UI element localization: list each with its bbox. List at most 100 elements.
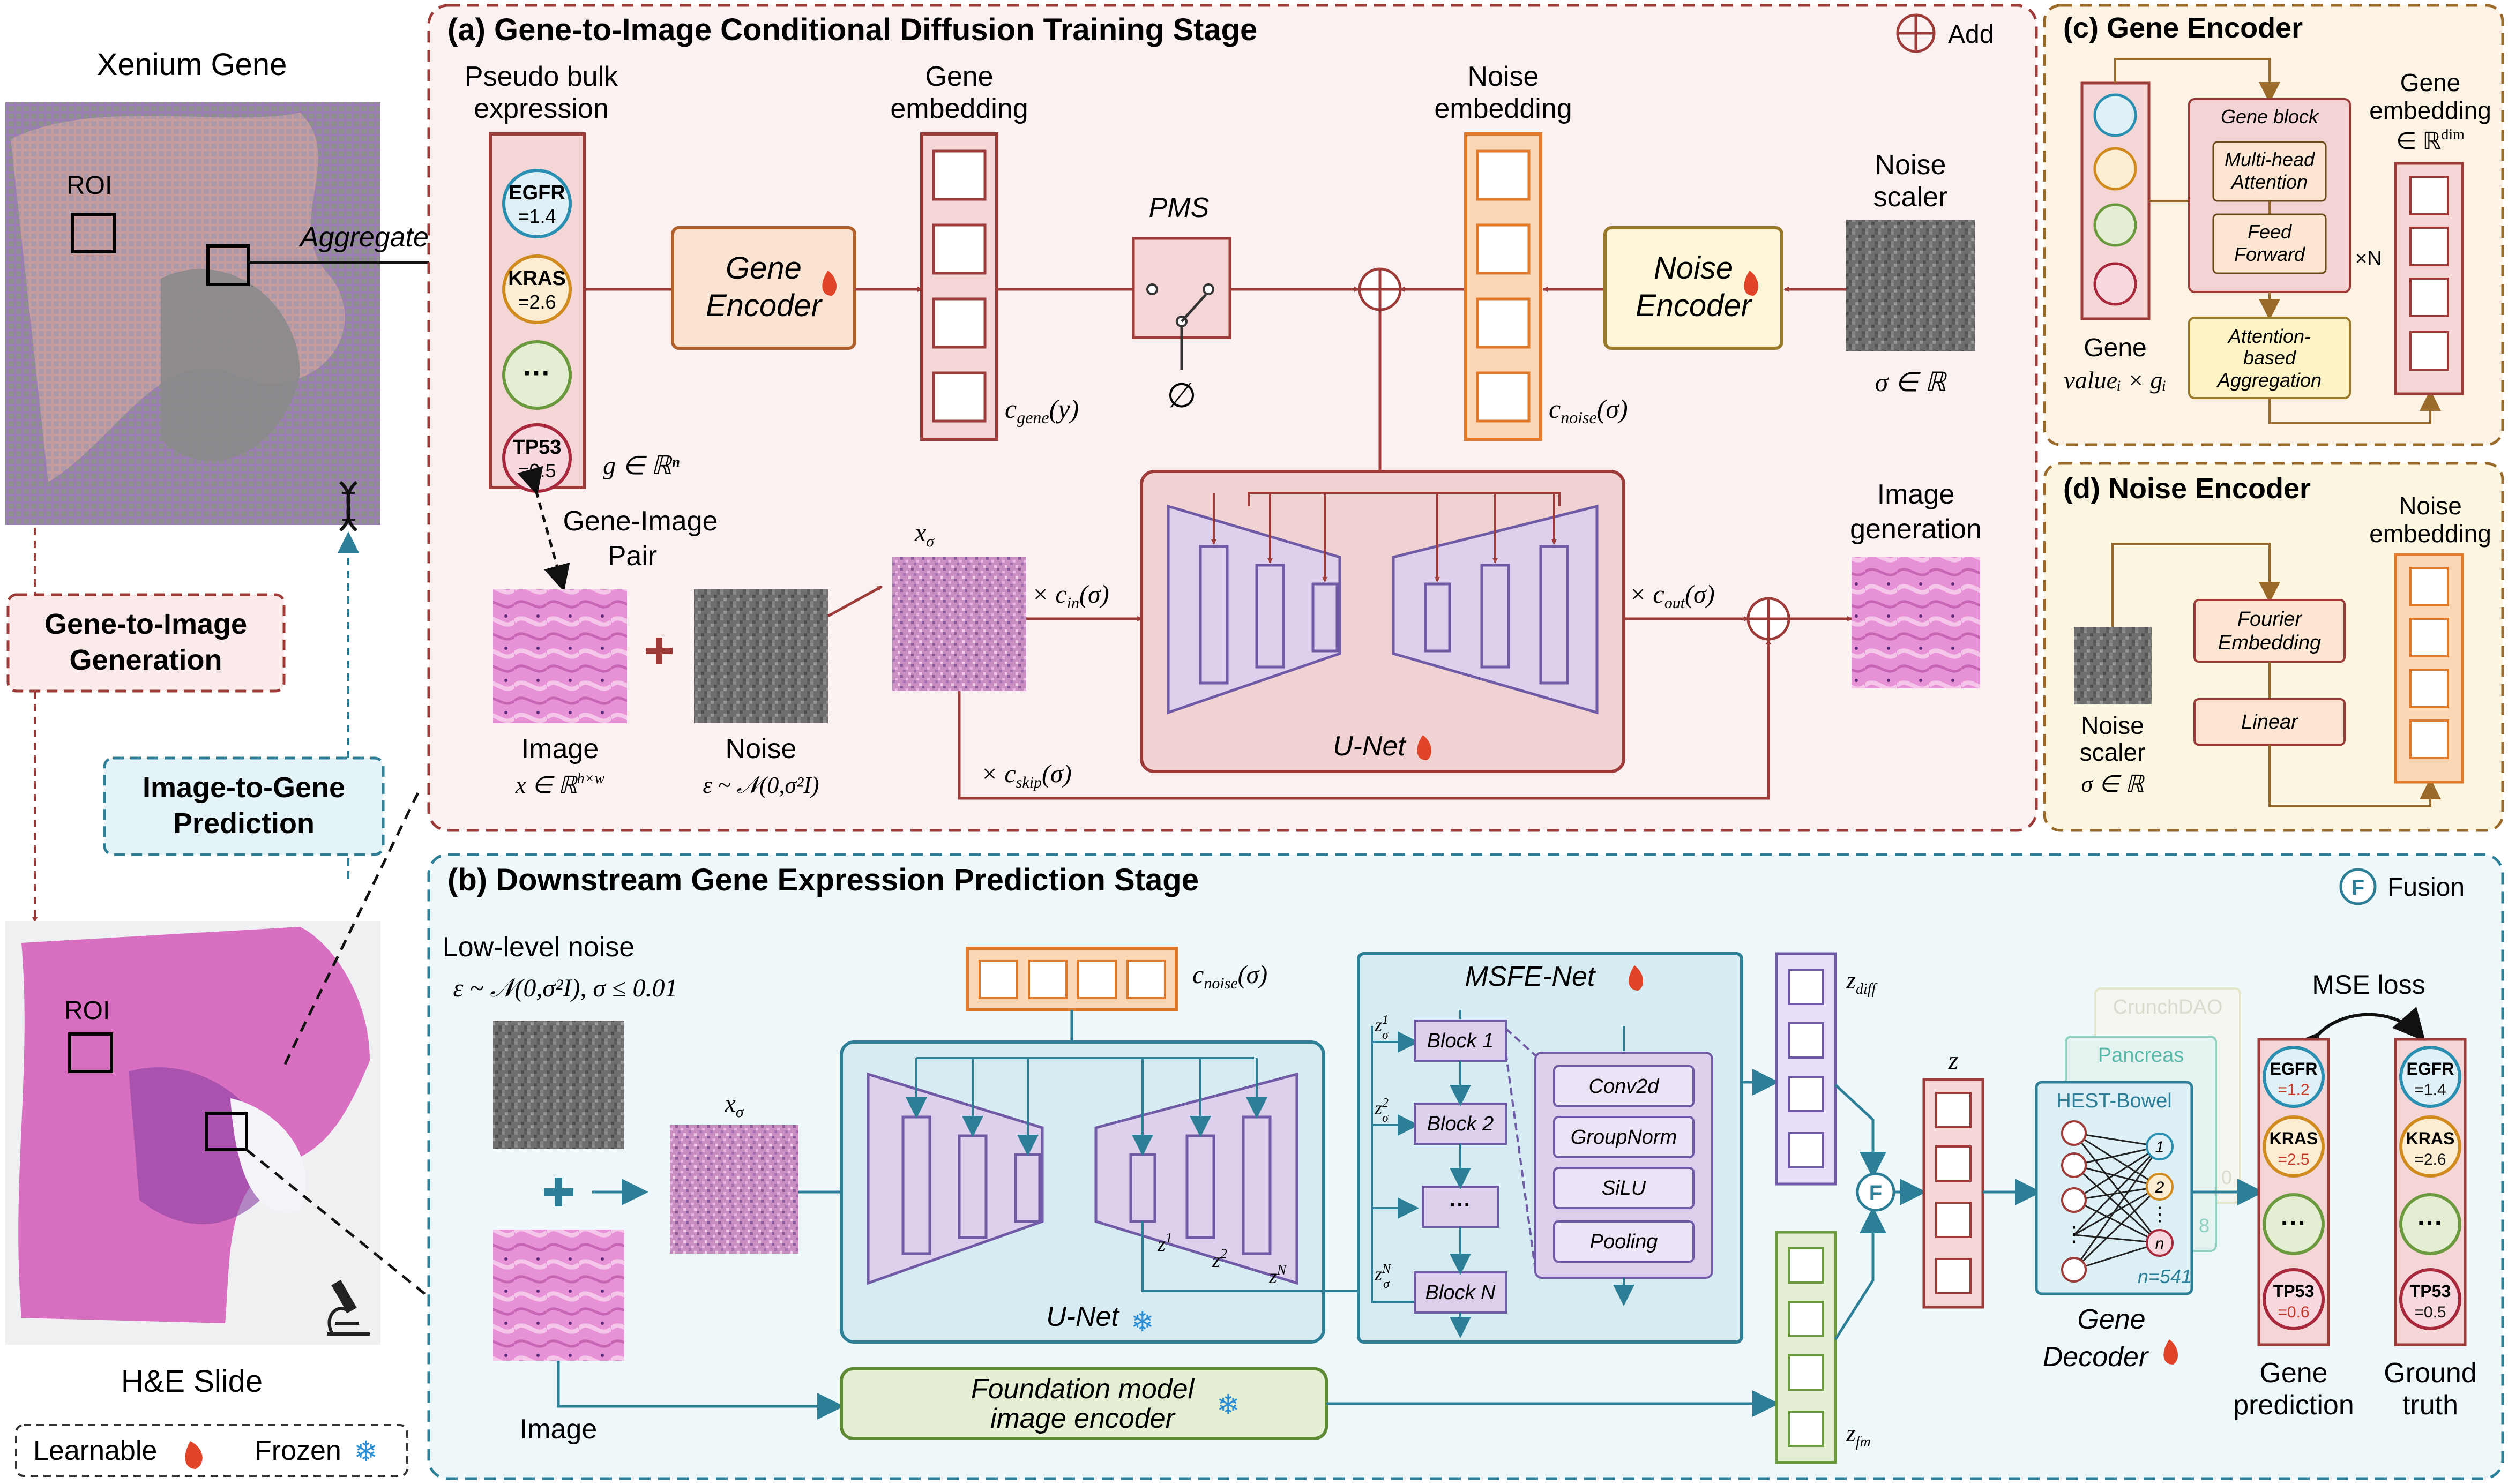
block-ellipsis-label: ··· (1450, 1193, 1471, 1217)
layer-label: SiLU (1602, 1177, 1646, 1200)
gene-embedding-column (920, 132, 998, 441)
xenium-gene-image (5, 102, 380, 525)
ff-label-1: Feed (2248, 221, 2292, 243)
pred-label-1: Gene (2259, 1358, 2327, 1389)
g2i-box (6, 593, 286, 693)
noise-emb-cell (1028, 960, 1068, 999)
input-image-b (493, 1230, 624, 1361)
null-symbol: ∅ (1167, 376, 1197, 415)
g2i-label-1: Gene-to-Image (44, 608, 247, 640)
i2g-label-2: Prediction (173, 807, 315, 840)
z-fm-column (1775, 1231, 1837, 1464)
mlp-edge (2073, 1132, 2160, 1188)
gene-value-label-1: Gene (2084, 334, 2146, 362)
c-in-label: × cin(σ) (1032, 580, 1109, 612)
roi-label-bottom: ROI (64, 996, 110, 1025)
pms-switch[interactable] (1132, 237, 1231, 370)
generated-image (1852, 557, 1980, 688)
noise-label: Noise (726, 733, 797, 765)
mlp-edge (2073, 1145, 2160, 1201)
linear-to-emb-arrow (2268, 745, 2441, 807)
pair-label-1: Gene-Image (563, 506, 718, 537)
to-noisy-arrow (827, 585, 883, 618)
aggregate-label: Aggregate (298, 222, 429, 253)
zn-label: zN (1268, 1262, 1287, 1288)
he-title: H&E Slide (121, 1364, 263, 1399)
plus-icon (646, 638, 673, 664)
mlp-edge (2073, 1186, 2161, 1271)
gt-gene-4: TP53=0.5 (2399, 1268, 2461, 1330)
c-noise-label: cnoise(σ) (1549, 394, 1628, 427)
noise-scaler-image (1846, 220, 1975, 351)
gene-value: =0.5 (2414, 1303, 2446, 1321)
expand-line-2 (1505, 1052, 1536, 1270)
cond-distribution-line (1248, 492, 1561, 506)
z2-label: z2 (1212, 1246, 1227, 1272)
mha-label-2: Attention (2230, 171, 2308, 193)
layer-label: GroupNorm (1571, 1126, 1677, 1149)
c-skip-label: × cskip(σ) (981, 760, 1072, 791)
mlp-edge (2073, 1132, 2160, 1148)
roi-label-top: ROI (66, 171, 112, 200)
noise-encoder-box[interactable] (1603, 226, 1783, 350)
gene-name: EGFR (509, 182, 565, 204)
mlp-output-label: n (2155, 1235, 2164, 1253)
block-1-label: Block 1 (1427, 1030, 1494, 1052)
pred-gene-1: EGFR=1.2 (2263, 1046, 2325, 1108)
pms-label: PMS (1149, 192, 1210, 223)
z-fm-label: zfm (1846, 1419, 1871, 1450)
dna-icon (339, 481, 358, 532)
mlp-edge (2073, 1186, 2160, 1236)
noise-scaler-label-2: scaler (1873, 182, 1948, 213)
i2g-box (103, 756, 385, 856)
ff-box[interactable] (2212, 213, 2327, 274)
gene-decoder-label-1: Gene (2077, 1304, 2145, 1335)
c-emb-label-1: Gene (2400, 69, 2461, 96)
low-noise-eq: ε ~ 𝒩(0,σ²I), σ ≤ 0.01 (453, 974, 678, 1002)
flame-icon (185, 1441, 203, 1469)
zoom-line-1 (282, 792, 420, 1067)
mlp-output-node (2146, 1173, 2174, 1201)
skip-connection (958, 639, 1771, 800)
layer-label: Conv2d (1589, 1075, 1660, 1098)
epsilon-label: ε ~ 𝒩(0,σ²I) (703, 772, 819, 798)
agg-label-1: Attention- (2227, 325, 2311, 347)
mlp-edge (2073, 1146, 2161, 1270)
roi-box-he (205, 1112, 248, 1151)
ff-label-2: Forward (2234, 243, 2305, 265)
layer-box (1553, 1220, 1695, 1263)
flame-icon (1417, 735, 1432, 760)
c-out-label: × cout(σ) (1629, 580, 1715, 612)
gene-value: =1.4 (518, 205, 556, 227)
layer-box (1553, 1167, 1695, 1209)
gene-value-column (2080, 81, 2151, 320)
fm-label-1: Foundation model (971, 1374, 1195, 1405)
x-sigma-label: xσ (914, 519, 935, 550)
d-input-arrow (2111, 543, 2280, 627)
gene-ellipsis: ··· (523, 358, 551, 389)
stack-digit-1: 0 (2221, 1166, 2232, 1188)
c-emb-label-3: ∈ ℝdim (2396, 126, 2465, 154)
gt-label-2: truth (2402, 1390, 2458, 1421)
mlp-output-node (2146, 1229, 2174, 1257)
g2i-label-2: Generation (69, 644, 222, 676)
unet-a-encoder (1167, 504, 1341, 715)
flame-icon (822, 271, 837, 296)
gt-label-1: Ground (2384, 1358, 2476, 1389)
mse-arrow (2287, 1007, 2425, 1067)
expand-line-1 (1505, 1028, 1536, 1056)
n541-label: n=541 (2138, 1265, 2192, 1287)
roi-box-bottom (68, 1032, 113, 1073)
zfm-to-fusion (1834, 1206, 1886, 1340)
gene-circle-3: ··· (502, 340, 572, 410)
zdiff-to-fusion (1834, 1084, 1886, 1179)
low-noise-label: Low-level noise (443, 932, 635, 963)
panel-c-title: (c) Gene Encoder (2063, 12, 2303, 44)
gene-circle-2: KRAS=2.6 (502, 254, 572, 324)
msfe-label: MSFE-Net (1465, 961, 1596, 992)
mlp-edge (2073, 1164, 2161, 1244)
mlp-output-label: 1 (2155, 1138, 2164, 1156)
